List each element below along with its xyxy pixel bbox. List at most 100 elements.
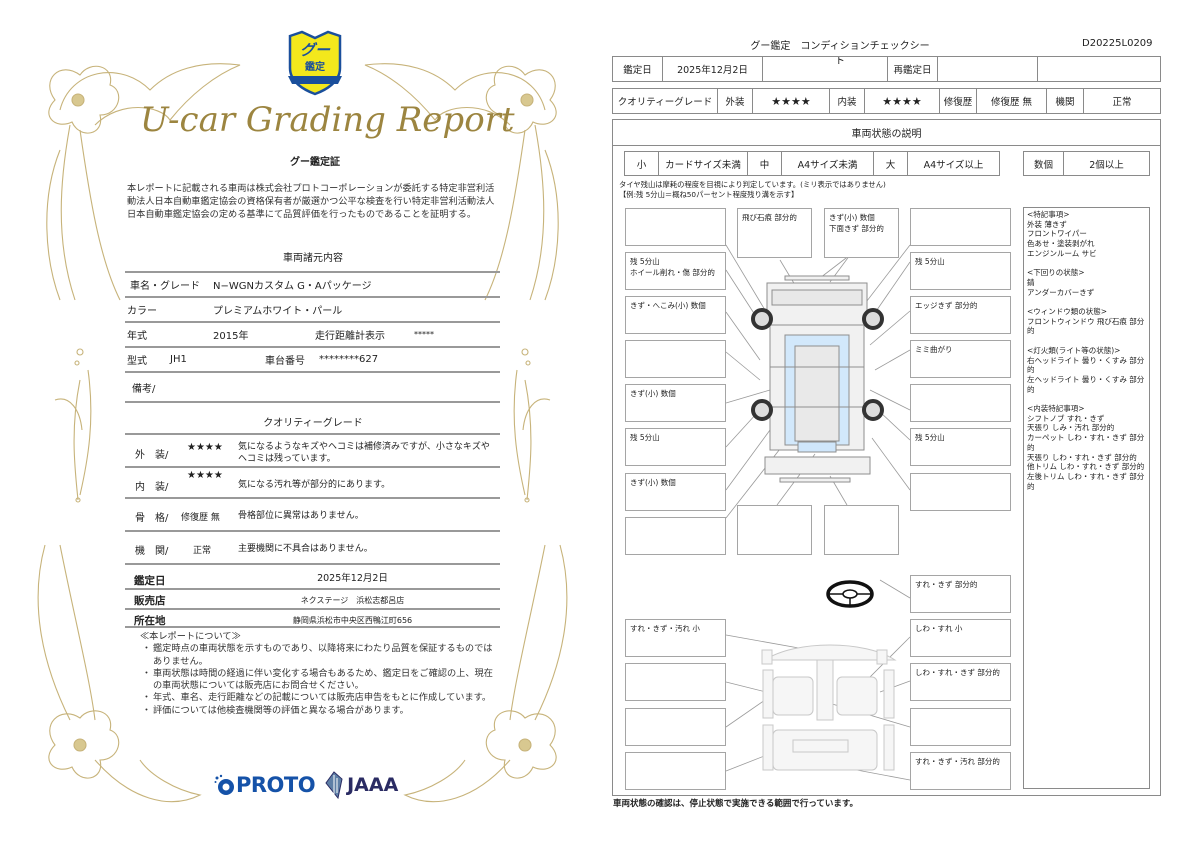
date-label: 鑑定日 [134,575,166,587]
note-item: ・年式、車名、走行距離などの記載については販売店申告をもとに作成しています。 [141,692,492,704]
notes-heading: <内装特記事項> [1027,404,1085,413]
exterior-stars: ★★★★ [753,89,830,113]
size-small-value: カードサイズ未満 [659,152,748,175]
size-large-label: 大 [874,152,908,175]
exterior-comment-box: 残 5分山 [625,428,726,466]
exterior-comment-box: 残 5分山 ホイール削れ・傷 部分的 [625,252,726,290]
certificate-subtitle: グー鑑定証 [290,157,340,168]
grade-row-exterior: 外 装/ ★★★★ 気になるようなキズやヘコミは補修済みですが、小さなキズやヘコ… [125,433,500,466]
document-id: D20225L0209 [1082,38,1153,49]
spec-row-name: 車名・グレード N−WGNカスタム G・Aパッケージ [125,271,500,296]
name-value: N−WGNカスタム G・Aパッケージ [213,281,372,292]
notes-heading: <ウィンドウ類の状態> [1027,307,1108,316]
interior-label: 内装 [830,89,865,113]
notes-group: <灯火類(ライト等の状態)> 右ヘッドライト 曇り・くすみ 部分的 左ヘッドライ… [1027,345,1145,394]
partner-logos: PROTO JAAA [214,768,398,802]
vehicle-spec-table: 車名・グレード N−WGNカスタム G・Aパッケージ カラー プレミアムホワイト… [125,271,500,403]
blank-cell [1038,57,1160,81]
date-header-row: 鑑定日 2025年12月2日 再鑑定日 [612,56,1161,82]
interior-comment-box: すれ・きず 部分的 [910,575,1011,613]
notes-group: <ウィンドウ類の状態> フロントウィンドウ 飛び石痕 部分的 [1027,307,1145,336]
grade-description: 気になる汚れ等が部分的にあります。 [238,480,391,490]
size-medium-label: 中 [748,152,782,175]
address-label: 所在地 [134,615,166,627]
blank-cell [763,57,888,81]
interior-comment-box [625,752,726,790]
grade-row-interior: 内 装/ ★★★★ 気になる汚れ等が部分的にあります。 [125,466,500,497]
grade-label: 機 関/ [135,546,169,557]
grade-stars: ★★★★ [187,470,223,481]
color-label: カラー [127,306,157,317]
grade-description: 骨格部位に異常はありません。 [238,511,364,521]
grade-value: 修復歴 無 [181,513,220,523]
size-large-value: A4サイズ以上 [923,159,984,171]
spec-row-model: 型式 JH1 車台番号 ********627 [125,346,500,371]
shop-label: 販売店 [134,595,166,607]
grade-label: 骨 格/ [135,513,169,524]
remarks-label: 備考/ [132,383,156,395]
grade-stars: ★★★★ [187,442,223,453]
grade-label: 外 装/ [135,450,169,461]
notes-group: <下回りの状態> 錆 アンダーカバーきず [1027,268,1146,297]
spec-section-title: 車両諸元内容 [283,253,343,264]
exterior-comment-box: 飛び石痕 部分的 [737,208,812,258]
grade-value: 正常 [193,546,212,556]
svg-text:鑑定: 鑑定 [305,60,325,73]
notes-group: <特記事項> 外装 薄きず フロントワイパー 色あせ・塗装剥がれ エンジンルーム… [1027,210,1146,259]
exterior-comment-box: きず(小) 数個 下面きず 部分的 [824,208,899,258]
size-medium-value: A4サイズ未満 [782,152,874,175]
tire-tread-note: タイヤ残山は摩耗の程度を目視により判定しています。(ミリ表示ではありません) 【… [619,180,886,199]
note-item: ・評価については他検査機関等の評価と異なる場合があります。 [141,704,409,716]
grade-description: 主要機関に不具合はありません。 [238,544,373,554]
proto-logo: PROTO [214,773,316,797]
inspection-date-value: 2025年12月2日 [663,57,763,81]
exterior-comment-box [824,505,899,555]
grade-label: 内 装/ [135,482,169,493]
chassis-value: ********627 [319,354,379,365]
year-label: 年式 [127,331,147,342]
exterior-comment-box [910,473,1011,511]
interior-comment-box: すれ・きず・汚れ 部分的 [910,752,1011,790]
count-label: 数個 [1024,152,1064,175]
inspection-info-table: 鑑定日 2025年12月2日 販売店 ネクステージ 浜松志都呂店 所在地 静岡県… [125,563,500,628]
quality-grade-label: クオリティーグレード [613,89,718,113]
size-small-label: 小 [625,152,659,175]
repair-history-label: 修復歴 [940,89,977,113]
interior-stars: ★★★★ [865,89,940,113]
model-label: 型式 [127,356,147,367]
sheet-title: グー鑑定 コンディションチェックシート [750,41,930,67]
report-script-title: U-car Grading Report [140,100,515,140]
count-value: 2個以上 [1089,159,1124,171]
address-value: 静岡県浜松市中央区西鴨江町656 [292,616,413,625]
exterior-comment-box: きず(小) 数個 [625,473,726,511]
notes-heading: <特記事項> [1027,210,1070,219]
name-label: 車名・グレード [130,281,200,292]
exterior-comment-box [910,384,1011,422]
engine-value: 正常 [1112,97,1132,108]
interior-comment-box: すれ・きず・汚れ 小 [625,619,726,657]
info-row-date: 鑑定日 2025年12月2日 [125,563,500,588]
interior-comment-box: しわ・すれ 小 [910,619,1011,657]
exterior-comment-box [625,340,726,378]
grading-certificate: グー 鑑定 U-car Grading Report グー鑑定証 本レポートに記… [37,30,568,803]
interior-comment-box [625,663,726,701]
grade-section-title: クオリティーグレード [263,418,363,429]
notes-group: <内装特記事項> シフトノブ すれ・きず 天張り しみ・汚れ 部分的 カーペット… [1027,404,1145,491]
certificate-intro: 本レポートに記載される車両は株式会社プロトコーポレーションが委託する特定非営利活… [127,183,495,220]
jaaa-logo: JAAA [325,771,398,799]
model-value: JH1 [170,354,187,365]
condition-section-title: 車両状態の説明 [613,120,1160,146]
notes-heading: <下回りの状態> [1027,268,1085,278]
interior-comment-box [910,708,1011,746]
reinspection-date-value [938,57,1038,81]
inspection-date-label: 鑑定日 [613,57,663,81]
quality-grade-table: 外 装/ ★★★★ 気になるようなキズやヘコミは補修済みですが、小さなキズやヘコ… [125,433,500,562]
count-legend: 数個 2個以上 [1023,151,1150,176]
engine-label: 機関 [1047,89,1084,113]
report-notes: ≪本レポートについて≫ ・鑑定時点の車両状態を示すものであり、以降将来にわたり品… [140,631,500,717]
vehicle-condition-panel: 車両状態の説明 [612,119,1161,796]
color-value: プレミアムホワイト・パール [213,306,343,317]
damage-size-legend: 小 カードサイズ未満 中 A4サイズ未満 大 A4サイズ以上 [624,151,1000,176]
jaaa-mark-icon [325,771,343,799]
spec-row-remarks: 備考/ [125,371,500,403]
